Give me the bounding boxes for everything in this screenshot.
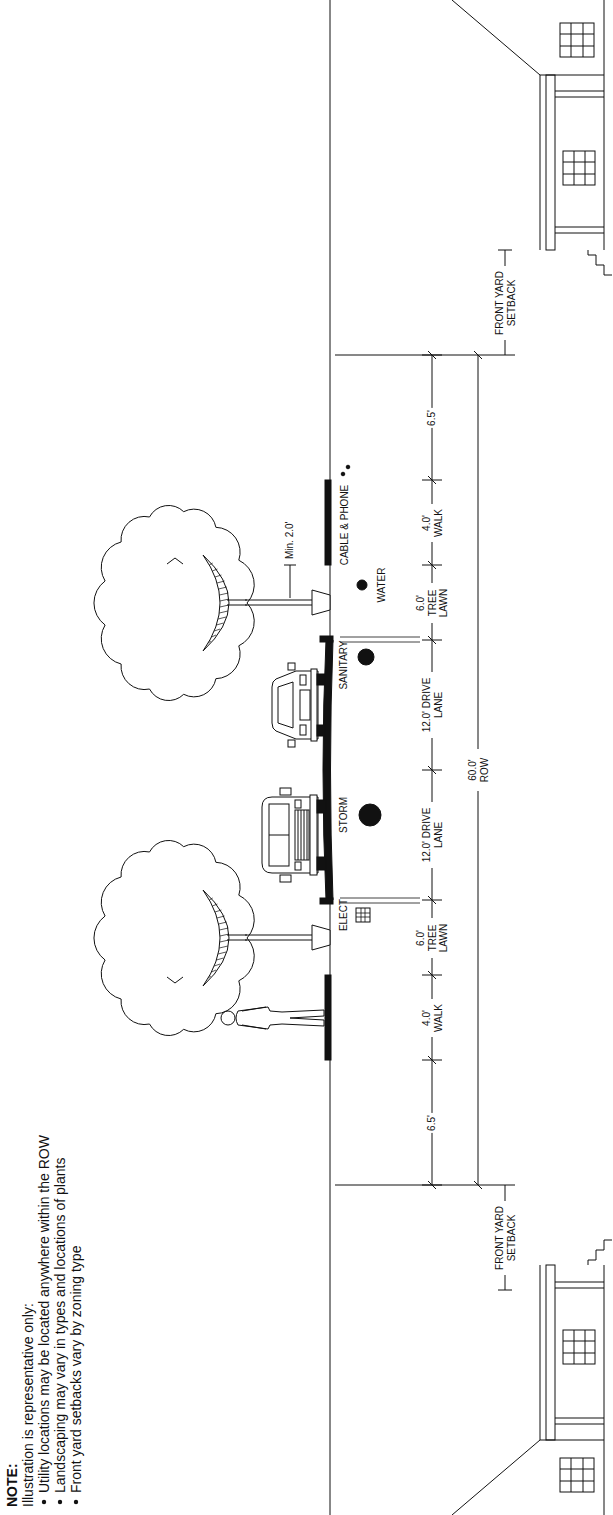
dimension-label: 12.0' DRIVE LANE (420, 802, 445, 868)
note-text: Illustration is representative only: (20, 1303, 36, 1507)
clearance-label: Min. 2.0' (284, 522, 296, 559)
note-heading: NOTE: (4, 1463, 20, 1507)
dimension-label: 6.0' TREE LAWN (414, 583, 451, 623)
dimension-label: 4.0' WALK (420, 999, 445, 1037)
note-bullet: Front yard setbacks vary by zoning type (68, 1246, 84, 1493)
row-label: 60.0' ROW (466, 749, 491, 791)
setback-label: FRONT YARD SETBACK (493, 1201, 518, 1275)
dimension-label: 6.5' (425, 408, 439, 428)
dimension-label: 12.0' DRIVE LANE (420, 672, 445, 738)
note-bullet: Landscaping may vary in types and locati… (52, 1158, 68, 1493)
dimension-label: 6.0' TREE LAWN (414, 918, 451, 958)
dimension-label: 6.5' (425, 1113, 439, 1133)
utility-label: WATER (376, 568, 388, 603)
utility-label: CABLE & PHONE (339, 485, 351, 566)
dimension-label: 4.0' WALK (420, 504, 445, 542)
setback-label: FRONT YARD SETBACK (493, 266, 518, 340)
note-bullet: Utility locations may be located anywher… (36, 1135, 52, 1493)
utility-label: ELECT (338, 899, 350, 931)
utility-label: STORM (338, 797, 350, 833)
utility-label: SANITARY (338, 640, 350, 689)
